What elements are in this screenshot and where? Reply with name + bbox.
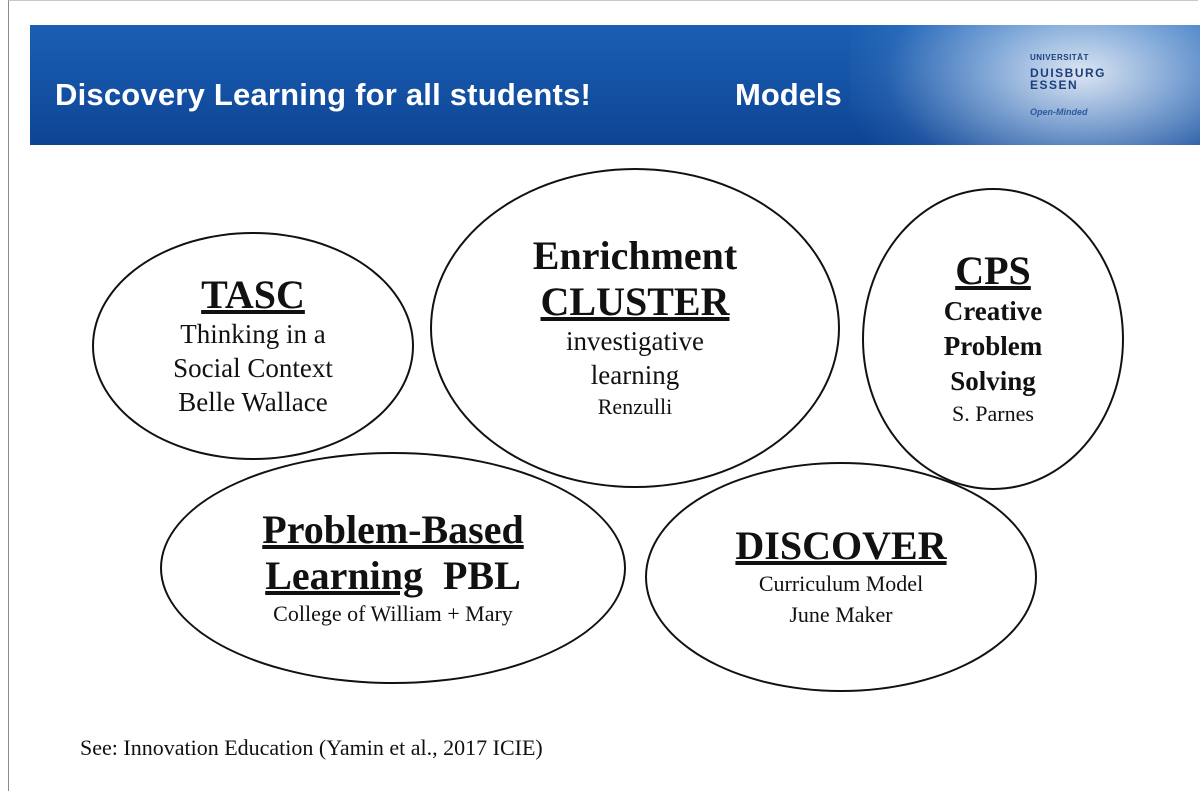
- cps-author: S. Parnes: [952, 401, 1034, 427]
- tasc-title: TASC: [201, 272, 305, 318]
- footnote: See: Innovation Education (Yamin et al.,…: [80, 735, 543, 760]
- cps-line1: Creative: [943, 295, 1043, 326]
- model-pbl: Problem-Based Learning PBL College of Wi…: [160, 452, 626, 684]
- pbl-author: College of William + Mary: [273, 600, 513, 626]
- logo-name-text: DUISBURG ESSEN: [1030, 66, 1107, 92]
- pbl-title2: Learning: [265, 552, 423, 598]
- slide-frame: [8, 0, 1198, 791]
- discover-title: DISCOVER: [735, 523, 947, 569]
- logo-tagline: Open-Minded: [1030, 107, 1088, 117]
- slide-subtitle: Models: [735, 77, 842, 112]
- pbl-abbr: PBL: [443, 552, 521, 598]
- cps-line3: Solving: [950, 366, 1036, 397]
- model-cps: CPS Creative Problem Solving S. Parnes: [862, 188, 1124, 490]
- tasc-line1: Thinking in a: [180, 319, 326, 350]
- slide-title: Discovery Learning for all students!: [55, 77, 592, 112]
- model-tasc: TASC Thinking in a Social Context Belle …: [92, 232, 414, 460]
- header-bar: Discovery Learning for all students! Mod…: [30, 25, 1200, 145]
- tasc-author: Belle Wallace: [178, 386, 328, 417]
- pbl-title2-row: Learning PBL: [265, 553, 521, 599]
- model-enrichment-cluster: Enrichment CLUSTER investigative learnin…: [430, 168, 840, 488]
- enrichment-title: CLUSTER: [540, 278, 730, 324]
- university-logo: UNIVERSITÄT DUISBURG ESSEN Open-Minded: [1030, 51, 1150, 129]
- pbl-title1: Problem-Based: [262, 506, 524, 552]
- tasc-line2: Social Context: [173, 353, 333, 384]
- discover-line1: Curriculum Model: [758, 571, 924, 597]
- logo-top-text: UNIVERSITÄT: [1030, 53, 1089, 62]
- header-glow: [850, 25, 1200, 145]
- enrichment-author: Renzulli: [597, 394, 673, 420]
- enrichment-line1: Enrichment: [532, 232, 738, 278]
- cps-line2: Problem: [943, 331, 1043, 362]
- discover-author: June Maker: [789, 602, 893, 627]
- cps-title: CPS: [955, 247, 1031, 293]
- enrichment-line2: investigative: [566, 325, 704, 356]
- enrichment-line3: learning: [590, 359, 680, 390]
- model-discover: DISCOVER Curriculum Model June Maker: [645, 462, 1037, 692]
